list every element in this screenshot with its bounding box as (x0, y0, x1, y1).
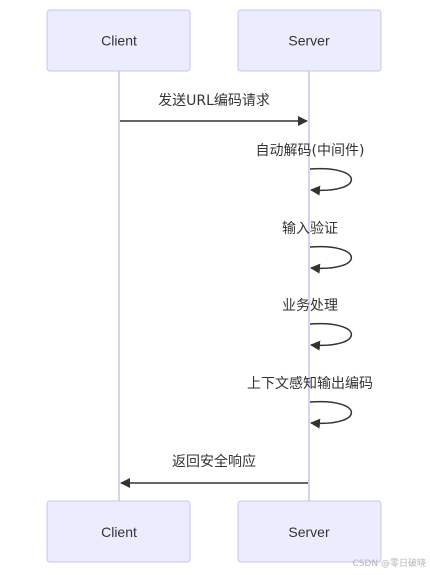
server-label-bottom: Server (288, 524, 330, 540)
message-decode-arrow (309, 167, 353, 196)
message-request-label: 发送URL编码请求 (158, 93, 270, 109)
message-process-arrow (309, 322, 353, 351)
server-participant-top: Server (237, 9, 382, 72)
message-encode-label: 上下文感知输出编码 (247, 375, 373, 392)
client-participant-top: Client (46, 9, 191, 72)
message-validate-arrow (309, 245, 353, 274)
message-process-label: 业务处理 (282, 298, 338, 314)
message-response-label: 返回安全响应 (172, 453, 256, 470)
message-validate-label: 输入验证 (282, 221, 338, 237)
message-decode-label: 自动解码(中间件) (256, 143, 365, 159)
client-label-bottom: Client (101, 524, 137, 540)
client-participant-bottom: Client (46, 500, 191, 563)
message-encode-arrow (309, 400, 353, 429)
server-participant-bottom: Server (237, 500, 382, 563)
client-label-top: Client (101, 33, 137, 49)
watermark: CSDN @零日破晓 (352, 559, 426, 569)
server-label-top: Server (288, 33, 330, 49)
